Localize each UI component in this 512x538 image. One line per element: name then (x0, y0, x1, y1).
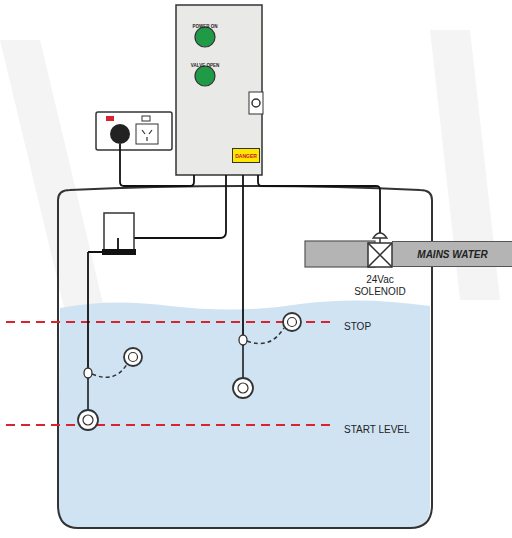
float-switch-raised (288, 318, 297, 327)
socket-pins (142, 130, 152, 141)
cable-clamp (88, 213, 136, 255)
float-switch-raised (283, 313, 301, 331)
power-outlet (96, 112, 172, 150)
float-cable (242, 175, 244, 336)
control-box-housing (176, 5, 262, 175)
start-line (6, 424, 334, 426)
float-swing (247, 328, 284, 344)
float-cable (87, 252, 89, 368)
mains-water-pipe: MAINS WATER (392, 241, 512, 267)
tank (58, 186, 432, 528)
float-switch (83, 415, 93, 425)
danger-sticker-text: DANGER (235, 153, 257, 159)
floats (78, 313, 301, 430)
float-switch-raised (124, 348, 142, 366)
float-weight (239, 335, 247, 345)
float-switch (238, 383, 248, 393)
timer-dial (252, 99, 260, 107)
outlet-plate (96, 112, 172, 150)
control-box (176, 5, 263, 175)
float-swing (92, 364, 127, 377)
light-label: VALVE OPEN (191, 63, 219, 68)
tank-outline (58, 186, 432, 528)
level-lines (6, 322, 334, 425)
wires (88, 144, 380, 368)
water (58, 300, 430, 528)
pipe-segment (305, 241, 375, 267)
float-cable (88, 238, 118, 252)
float-cable (242, 345, 244, 378)
solenoid-cable (258, 175, 380, 234)
float-weight (84, 368, 92, 378)
timer-switch (249, 92, 263, 114)
level-label: STOP (344, 321, 371, 333)
solenoid-actuator (373, 233, 387, 238)
float-switch-raised (129, 353, 138, 362)
pipe (305, 233, 392, 267)
clamp-body (104, 213, 134, 253)
light-label: POWER ON (192, 24, 217, 29)
solenoid-label: 24Vac SOLENOID (345, 274, 415, 297)
outlet-switch (142, 116, 150, 121)
solenoid-valve (368, 243, 392, 267)
float-cable (87, 378, 89, 410)
solenoid-cross (368, 243, 392, 267)
outlet-switch (106, 116, 114, 121)
power-cable (120, 144, 194, 186)
socket (136, 124, 158, 144)
mains-water-pipe-text: MAINS WATER (417, 249, 487, 260)
valve-light (195, 66, 215, 86)
danger-sticker: DANGER (232, 148, 260, 163)
level-label: START LEVEL (344, 424, 410, 436)
power-light (195, 27, 215, 47)
float-switch (78, 410, 98, 430)
plug (110, 124, 130, 144)
float-switch (233, 378, 253, 398)
